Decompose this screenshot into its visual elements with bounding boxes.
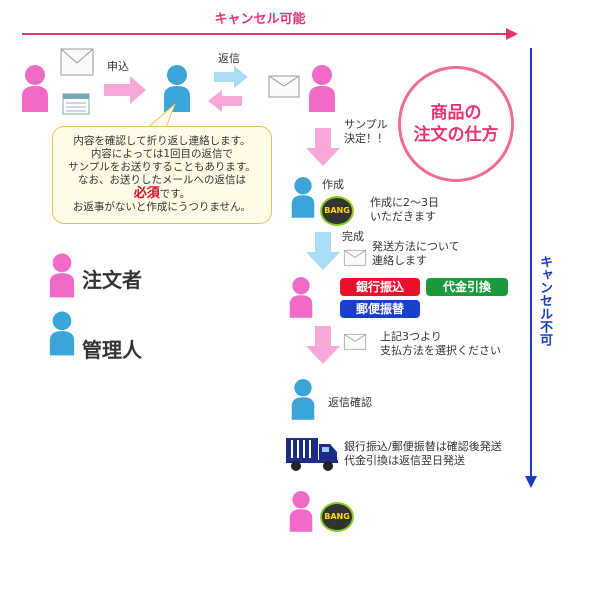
customer-person-icon bbox=[289, 491, 313, 532]
apply-arrow-icon bbox=[104, 76, 146, 104]
legend-customer-label: 注文者 bbox=[82, 268, 142, 292]
reply-arrow-left-icon bbox=[208, 90, 242, 112]
bubble-required: 必須 bbox=[133, 186, 160, 201]
cancel-impossible-arrow-line bbox=[530, 48, 532, 478]
reply-arrow-right-icon bbox=[214, 66, 248, 88]
bubble-line1: 内容を確認して折り返し連絡します。 bbox=[73, 135, 251, 147]
customer-person-icon bbox=[22, 65, 48, 112]
cancel-possible-arrow-line bbox=[22, 33, 510, 35]
create-label: 作成 bbox=[322, 178, 344, 191]
admin-person-icon bbox=[164, 65, 190, 112]
admin-person-icon bbox=[291, 379, 315, 420]
envelope-icon bbox=[268, 75, 300, 98]
payment-postal-badge: 郵便振替 bbox=[340, 300, 420, 318]
admin-person-icon bbox=[291, 177, 315, 218]
flow-down-arrow-icon bbox=[306, 128, 340, 166]
flow-down-arrow-icon bbox=[306, 232, 340, 270]
bubble-line2: 内容によっては1回目の返信で bbox=[90, 148, 234, 160]
bubble-line6: お返事がないと作成にうつりません。 bbox=[72, 201, 252, 213]
reply-confirm-label: 返信確認 bbox=[328, 396, 372, 409]
bubble-line5-suffix: です。 bbox=[159, 188, 191, 200]
bang-sticker-icon: BANG bbox=[320, 502, 354, 532]
badge-line1: 商品の bbox=[430, 103, 482, 123]
order-method-badge: 商品の 注文の仕方 bbox=[398, 66, 514, 182]
customer-person-icon bbox=[309, 65, 335, 112]
flow-down-arrow-icon bbox=[306, 326, 340, 364]
badge-line2: 注文の仕方 bbox=[413, 125, 499, 145]
legend-admin-icon bbox=[49, 311, 75, 356]
reply-label: 返信 bbox=[218, 52, 240, 65]
legend-admin-label: 管理人 bbox=[82, 338, 142, 362]
customer-person-icon bbox=[289, 277, 313, 318]
create-note: 作成に2〜3日 いただきます bbox=[370, 196, 439, 223]
notice-bubble: 内容を確認して折り返し連絡します。 内容によっては1回目の返信で サンプルをお送… bbox=[52, 126, 272, 224]
bubble-line4: なお、お送りしたメールへの返信は bbox=[78, 174, 246, 186]
apply-label: 申込 bbox=[107, 60, 129, 73]
cancel-impossible-arrowhead bbox=[525, 476, 537, 488]
form-document-icon bbox=[62, 93, 90, 115]
complete-label: 完成 bbox=[342, 230, 364, 243]
payment-cod-badge: 代金引換 bbox=[426, 278, 508, 296]
delivery-truck-icon bbox=[286, 438, 338, 471]
cancel-impossible-label: キャンセル不可 bbox=[537, 255, 552, 346]
legend-customer-icon bbox=[49, 253, 75, 298]
envelope-icon bbox=[343, 333, 367, 350]
ship-detail-note: 銀行振込/郵便振替は確認後発送 代金引換は返信翌日発送 bbox=[344, 440, 502, 467]
bubble-line3: サンプルをお送りすることもあります。 bbox=[68, 161, 256, 173]
envelope-icon bbox=[343, 249, 367, 266]
cancel-possible-label: キャンセル可能 bbox=[214, 12, 306, 27]
envelope-icon bbox=[60, 48, 94, 76]
pay-note: 上記3つより 支払方法を選択ください bbox=[380, 330, 501, 357]
cancel-possible-arrowhead bbox=[506, 28, 518, 40]
ship-note: 発送方法について 連絡します bbox=[372, 240, 460, 267]
payment-bank-badge: 銀行振込 bbox=[340, 278, 420, 296]
bang-sticker-icon: BANG bbox=[320, 196, 354, 226]
bubble-required-line: 必須です。 bbox=[53, 187, 271, 201]
sample-decided-label: サンプル 決定！！ bbox=[344, 118, 388, 145]
